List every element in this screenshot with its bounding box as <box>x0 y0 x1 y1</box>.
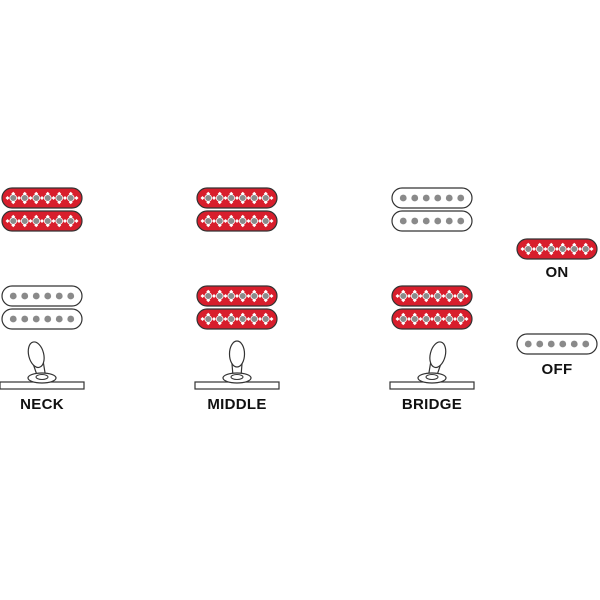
toggle-switch-middle-lever <box>228 340 246 377</box>
toggle-switch-bridge <box>389 341 475 390</box>
position-label-middle: MIDDLE <box>207 396 266 413</box>
bridge-pickup-bridge-coil-bottom <box>391 308 473 330</box>
toggle-switch-bridge-lever <box>427 341 447 378</box>
pickups-layer <box>1 187 598 355</box>
position-label-bridge: BRIDGE <box>402 396 462 413</box>
bridge-pickup-neck-coil-bottom <box>1 308 83 330</box>
neck-pickup-bridge-coil-top <box>391 187 473 209</box>
legend-coil-on <box>516 238 598 260</box>
bridge-pickup-middle-coil-bottom <box>196 308 278 330</box>
bridge-pickup-bridge-coil-top <box>391 285 473 307</box>
bridge-pickup-middle-coil-top <box>196 285 278 307</box>
neck-pickup-neck-coil-top <box>1 187 83 209</box>
legend-label-on: ON <box>545 264 568 281</box>
labels-layer: NECK MIDDLE BRIDGE ON OFF <box>20 264 572 413</box>
neck-pickup-bridge-coil-bottom <box>391 210 473 232</box>
bridge-pickup-neck <box>1 285 83 330</box>
bridge-pickup-neck-coil-top <box>1 285 83 307</box>
toggle-switch-neck <box>0 341 85 390</box>
position-label-neck: NECK <box>20 396 64 413</box>
legend-label-off: OFF <box>542 361 573 378</box>
neck-pickup-neck-coil-bottom <box>1 210 83 232</box>
toggle-switch-neck-lever <box>27 341 47 378</box>
bridge-pickup-middle <box>196 285 278 330</box>
legend-coil-off <box>516 333 598 355</box>
neck-pickup-middle-coil-top <box>196 187 278 209</box>
neck-pickup-middle <box>196 187 278 232</box>
toggle-switch-middle <box>194 340 280 390</box>
neck-pickup-bridge <box>391 187 473 232</box>
switches-layer <box>0 340 475 390</box>
neck-pickup-middle-coil-bottom <box>196 210 278 232</box>
bridge-pickup-bridge <box>391 285 473 330</box>
neck-pickup-neck <box>1 187 83 232</box>
